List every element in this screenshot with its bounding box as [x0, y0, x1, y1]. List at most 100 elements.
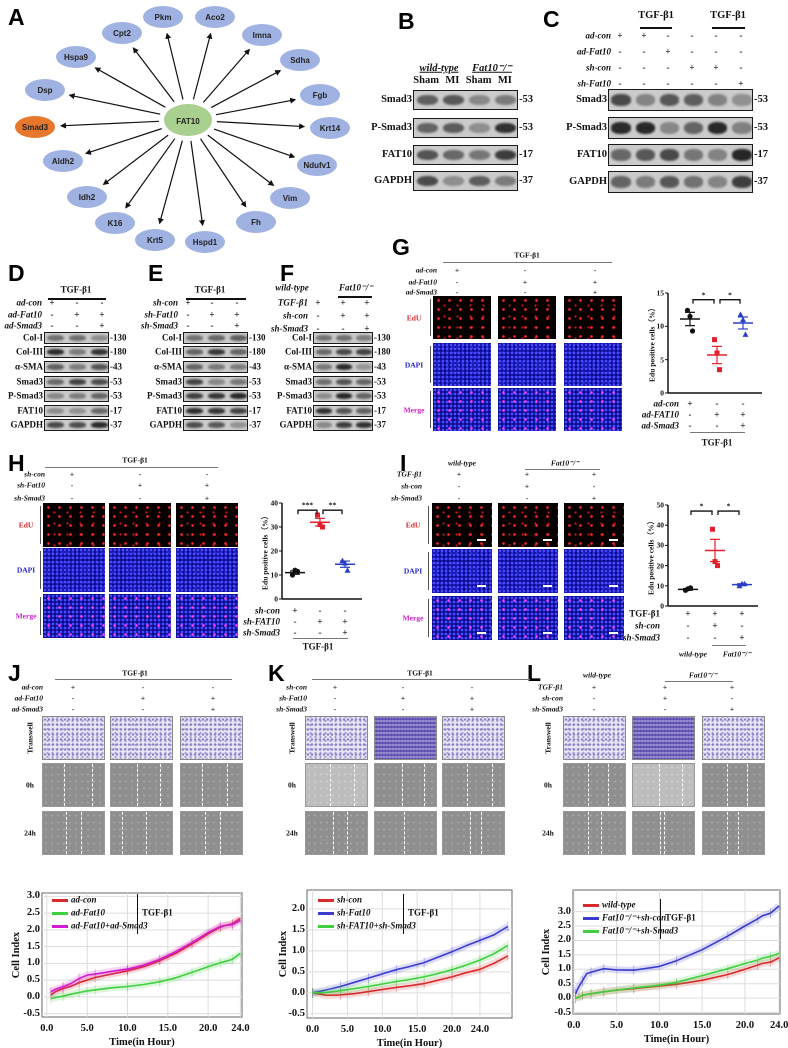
scratch-wound-image — [632, 763, 695, 807]
x-tick-label: 15.0 — [692, 1019, 712, 1031]
condition-sign: - — [593, 265, 597, 275]
line-chart-k — [306, 889, 513, 1019]
blot-label: α-SMA — [283, 361, 312, 372]
transwell-image — [563, 716, 626, 760]
molecular-weight: 53 — [374, 391, 386, 401]
condition-sign: - — [401, 682, 405, 692]
significance-label: * — [726, 501, 731, 511]
legend-swatch — [583, 903, 599, 907]
condition-sign: - — [663, 704, 667, 714]
merge-micrograph — [564, 388, 622, 431]
row-bracket-line — [40, 506, 41, 544]
significance-bracket — [322, 509, 343, 515]
protein-band — [659, 149, 680, 161]
protein-band — [68, 393, 87, 399]
blot-row-col-i — [183, 332, 248, 344]
protein-band — [316, 393, 332, 399]
wound-edge-line — [658, 764, 660, 806]
condition-sign: - — [642, 78, 646, 89]
protein-band — [356, 393, 372, 399]
edu-micrograph — [498, 503, 558, 547]
transwell-image — [374, 716, 437, 760]
protein-band — [229, 335, 247, 341]
condition-sign: - — [316, 323, 320, 334]
x-condition-label: sh-Smad3 — [622, 632, 660, 643]
x-tick-label: 5.0 — [610, 1019, 624, 1031]
network-center-node — [164, 104, 212, 136]
treatment-label: TGF-β1 — [122, 668, 148, 678]
series-line-fat10-sh-con — [574, 905, 780, 995]
condition-label: sh-Smad3 — [391, 493, 422, 503]
condition-sign: - — [341, 323, 345, 334]
dapi-micrograph — [498, 549, 558, 593]
condition-sign: + — [524, 481, 530, 491]
y-tick-label: 2.0 — [557, 934, 571, 946]
protein-band — [68, 408, 87, 414]
protein-band — [336, 422, 352, 428]
protein-band — [186, 364, 204, 370]
row-label-dapi: DAPI — [403, 566, 423, 576]
scatter-plot-g — [665, 292, 762, 394]
protein-band — [316, 364, 332, 370]
molecular-weight: 53 — [249, 391, 261, 401]
blot-row-gapdh — [313, 419, 373, 431]
row-label-merge: Merge — [403, 404, 425, 414]
blot-label: FAT10 — [577, 148, 607, 160]
scratch-wound-image — [110, 811, 173, 855]
condition-sign: + — [738, 78, 744, 89]
wound-edge-line — [146, 812, 148, 854]
panel-label-a: A — [8, 4, 25, 30]
protein-band — [90, 422, 108, 428]
condition-sign: + — [662, 682, 668, 692]
treatment-line — [712, 27, 745, 29]
network-node-idh2 — [67, 186, 107, 208]
condition-label: ad-Smad3 — [405, 287, 437, 297]
y-tick-label: 0.5 — [26, 973, 40, 985]
protein-band — [495, 149, 517, 161]
scratch-wound-image — [632, 811, 695, 855]
data-point — [737, 311, 744, 317]
plot-area — [41, 892, 243, 1018]
condition-label: ad-Fat10 — [7, 309, 42, 320]
condition-sign: - — [592, 693, 596, 703]
condition-label: sh-Smad3 — [140, 320, 178, 331]
edu-micrograph — [43, 503, 105, 547]
blot-label: Smad3 — [576, 93, 607, 105]
condition-sign: + — [315, 297, 321, 308]
molecular-weight: 43 — [249, 362, 261, 372]
protein-band — [68, 335, 87, 341]
condition-sign: + — [204, 480, 210, 490]
wound-edge-line — [136, 764, 138, 806]
x-tick-label: 15.0 — [158, 1022, 177, 1034]
network-node-pkm — [143, 6, 183, 28]
condition-label: ad-con — [415, 265, 437, 275]
blot-row-smad3 — [313, 376, 373, 388]
protein-band — [708, 149, 728, 161]
condition-sign: - — [70, 493, 74, 503]
x-condition-label: sh-con — [634, 620, 660, 631]
condition-label: sh-Fat10 — [577, 78, 611, 89]
footer-line — [712, 645, 746, 646]
network-node-sdha — [280, 49, 320, 71]
x-condition-sign: + — [317, 616, 323, 627]
protein-band — [90, 349, 108, 355]
blot-row--sma — [313, 361, 373, 373]
protein-band — [495, 94, 517, 106]
blot-label: GAPDH — [279, 419, 313, 430]
condition-sign: - — [333, 704, 337, 714]
blot-row-gapdh — [608, 171, 753, 193]
blot-label: Col-III — [154, 346, 182, 357]
condition-sign: - — [714, 30, 718, 41]
arrow-edge — [210, 70, 282, 109]
condition-sign: - — [100, 297, 104, 308]
row-label-24h: 24h — [24, 828, 36, 838]
condition-sign: + — [400, 693, 406, 703]
x-condition-sign: + — [292, 605, 298, 616]
group-line — [338, 296, 372, 298]
wound-edge-line — [66, 812, 68, 854]
protein-band — [416, 122, 438, 134]
panel-label-h: H — [8, 450, 25, 476]
significance-label: ** — [328, 500, 337, 510]
x-condition-label: ad-FAT10 — [641, 409, 679, 420]
